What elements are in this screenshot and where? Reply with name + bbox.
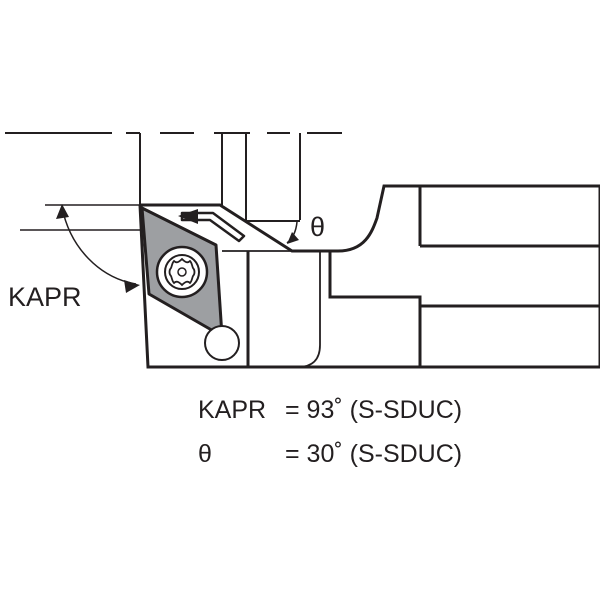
feed-direction-arrow: [178, 209, 246, 243]
theta-label: θ: [310, 212, 325, 242]
cutting-insert: [140, 206, 224, 338]
clamp-profile: [222, 250, 331, 368]
torx-icon: [168, 257, 196, 287]
projection-lines: [139, 133, 301, 222]
kapr-dimension: [20, 204, 140, 285]
kapr-arrowhead-bottom: [124, 280, 140, 293]
spec-theta-value: = 30˚ (S-SDUC): [285, 440, 462, 468]
theta-arrowhead: [287, 232, 299, 244]
spec-kapr-value: = 93˚ (S-SDUC): [285, 396, 462, 424]
kapr-label: KAPR: [8, 282, 82, 312]
spec-kapr-name: KAPR: [198, 396, 266, 424]
spec-theta-name: θ: [198, 440, 212, 468]
kapr-arrowhead-top: [56, 204, 69, 219]
screw-hole: [204, 325, 240, 361]
